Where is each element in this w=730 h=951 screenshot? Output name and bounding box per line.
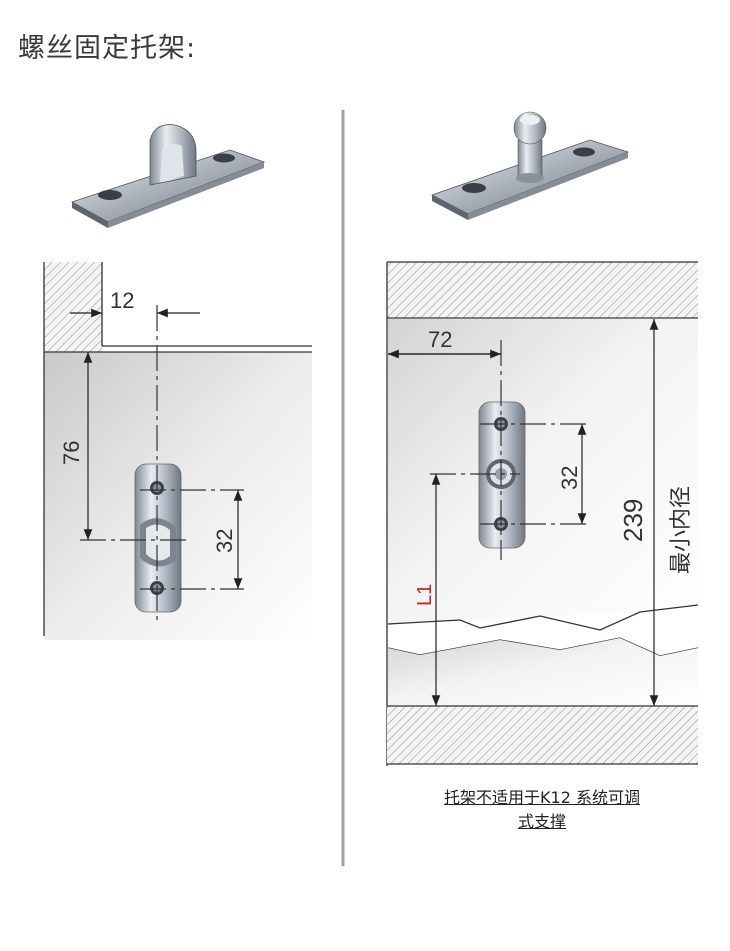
right-bottom-shelf-hatch (387, 706, 698, 764)
right-panel-face-lower (388, 638, 698, 706)
left-dim-32: 32 (212, 529, 237, 553)
right-dim-239-label: 最小内径 (669, 486, 694, 574)
right-top-shelf-hatch (387, 262, 698, 318)
note-line-1: 托架不适用于K12 系统可调 (444, 788, 640, 807)
right-dim-32: 32 (557, 466, 582, 490)
note-line-2: 式支撑 (517, 812, 566, 831)
right-bracket-product-image (431, 111, 630, 220)
right-panel-note: 托架不适用于K12 系统可调 式支撑 (386, 786, 698, 834)
left-bracket-product-image (71, 124, 266, 228)
right-panel-face-upper (388, 319, 698, 624)
left-dim-12: 12 (110, 288, 134, 313)
right-dim-72: 72 (428, 327, 452, 352)
right-dim-L1: L1 (414, 584, 436, 606)
left-side-wall-hatch (44, 262, 102, 352)
right-dim-239: 239 (618, 499, 648, 542)
left-bracket-plate (134, 463, 182, 613)
page-title: 螺丝固定托架: (18, 33, 197, 64)
left-dim-76: 76 (59, 441, 84, 465)
